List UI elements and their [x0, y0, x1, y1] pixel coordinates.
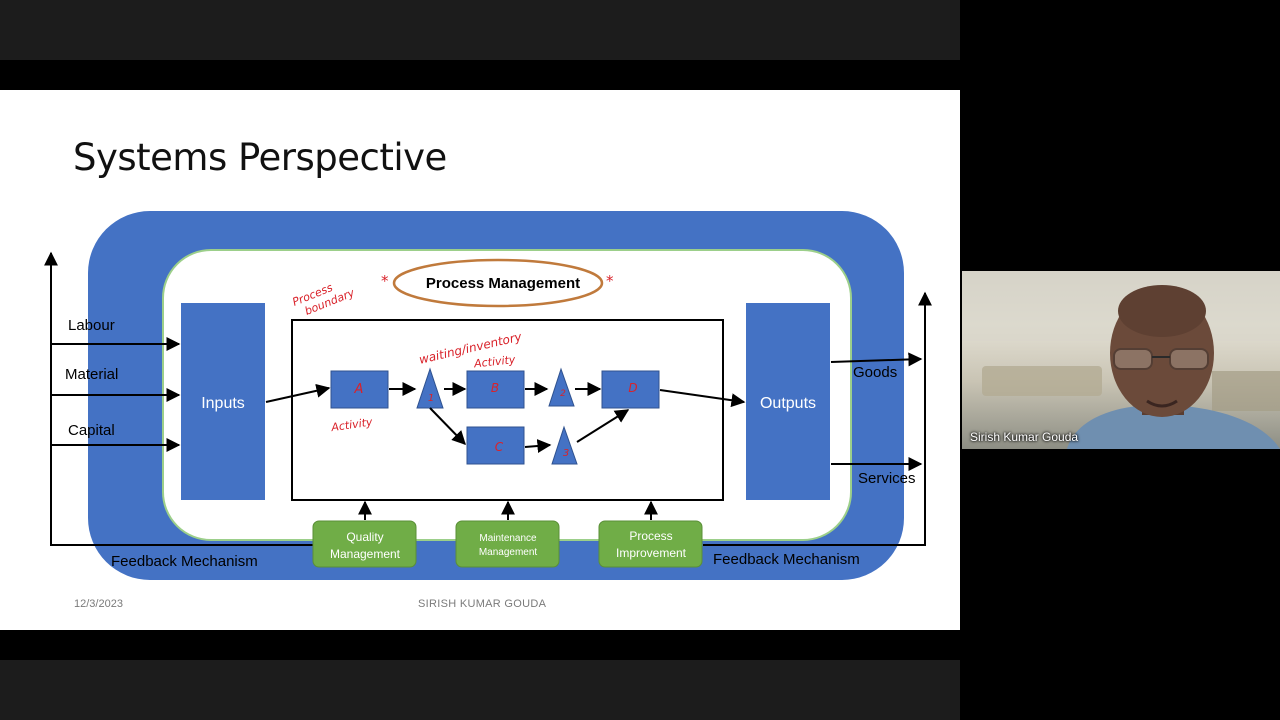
annotation-activity-bottom: Activity: [330, 415, 374, 434]
activity-c-box: [466, 426, 525, 465]
activity-b-label: B: [491, 381, 499, 395]
presentation-slide: Systems Perspective Inputs Outputs Proce…: [0, 90, 960, 630]
arrow-inputs-to-a: [265, 383, 331, 403]
arrow-3-to-d: [576, 409, 630, 443]
systems-diagram: Inputs Outputs Process Management * * Pr…: [44, 211, 932, 580]
process-improvement-line2: Improvement: [616, 546, 687, 560]
arrow-goods: [830, 352, 923, 367]
participant-video-tile[interactable]: Sirish Kumar Gouda: [962, 271, 1280, 449]
maintenance-management-line1: Maintenance: [479, 533, 537, 544]
maintenance-management-box: [455, 520, 560, 568]
inventory-3-label: 3: [563, 448, 569, 459]
slide-footer-author: SIRISH KUMAR GOUDA: [418, 598, 547, 610]
feedback-line-left: [44, 251, 313, 546]
process-management-label: Process Management: [426, 275, 580, 292]
input-label-capital: Capital: [68, 422, 115, 439]
top-letterbox: [0, 0, 960, 60]
outputs-box: [746, 303, 830, 500]
inputs-box: [181, 303, 265, 500]
star-right: *: [606, 272, 614, 290]
activity-a-label: A: [354, 382, 364, 397]
process-improvement-box: [598, 520, 703, 568]
process-boundary-box: [291, 319, 724, 501]
inventory-1-label: 1: [428, 393, 434, 404]
feedback-label-left: Feedback Mechanism: [111, 553, 258, 570]
activity-c-label: C: [495, 440, 504, 454]
star-left: *: [381, 272, 389, 290]
annotation-activity-top: Activity: [473, 353, 517, 370]
outputs-label: Outputs: [760, 395, 816, 412]
process-management-ellipse: [392, 258, 604, 308]
inventory-2-label: 2: [560, 389, 566, 399]
slide-title: Systems Perspective: [73, 136, 447, 179]
output-label-goods: Goods: [853, 364, 897, 381]
feedback-line-right: [703, 291, 932, 546]
arrow-d-to-outputs: [659, 389, 746, 408]
arrow-c-to-3: [524, 439, 552, 453]
input-label-material: Material: [65, 366, 118, 383]
participant-name-label: Sirish Kumar Gouda: [970, 430, 1079, 444]
activity-b-box: [466, 370, 525, 409]
input-label-labour: Labour: [68, 317, 115, 334]
bottom-letterbox: [0, 660, 960, 720]
inventory-3-triangle: [551, 425, 578, 465]
output-label-services: Services: [858, 470, 916, 487]
activity-a-box: [330, 370, 389, 409]
arrow-1-to-c: [429, 407, 466, 446]
activity-d-label: D: [628, 381, 637, 395]
quality-management-line2: Management: [330, 547, 401, 561]
slide-footer-date: 12/3/2023: [74, 598, 123, 610]
inputs-label: Inputs: [201, 395, 245, 412]
process-improvement-line1: Process: [629, 529, 672, 543]
feedback-label-right: Feedback Mechanism: [713, 551, 860, 568]
quality-management-box: [312, 520, 417, 568]
participant-video-feed: [962, 271, 1280, 449]
inventory-2-triangle: [548, 367, 575, 407]
maintenance-management-line2: Management: [479, 547, 538, 558]
activity-d-box: [601, 370, 660, 409]
quality-management-line1: Quality: [346, 530, 383, 544]
